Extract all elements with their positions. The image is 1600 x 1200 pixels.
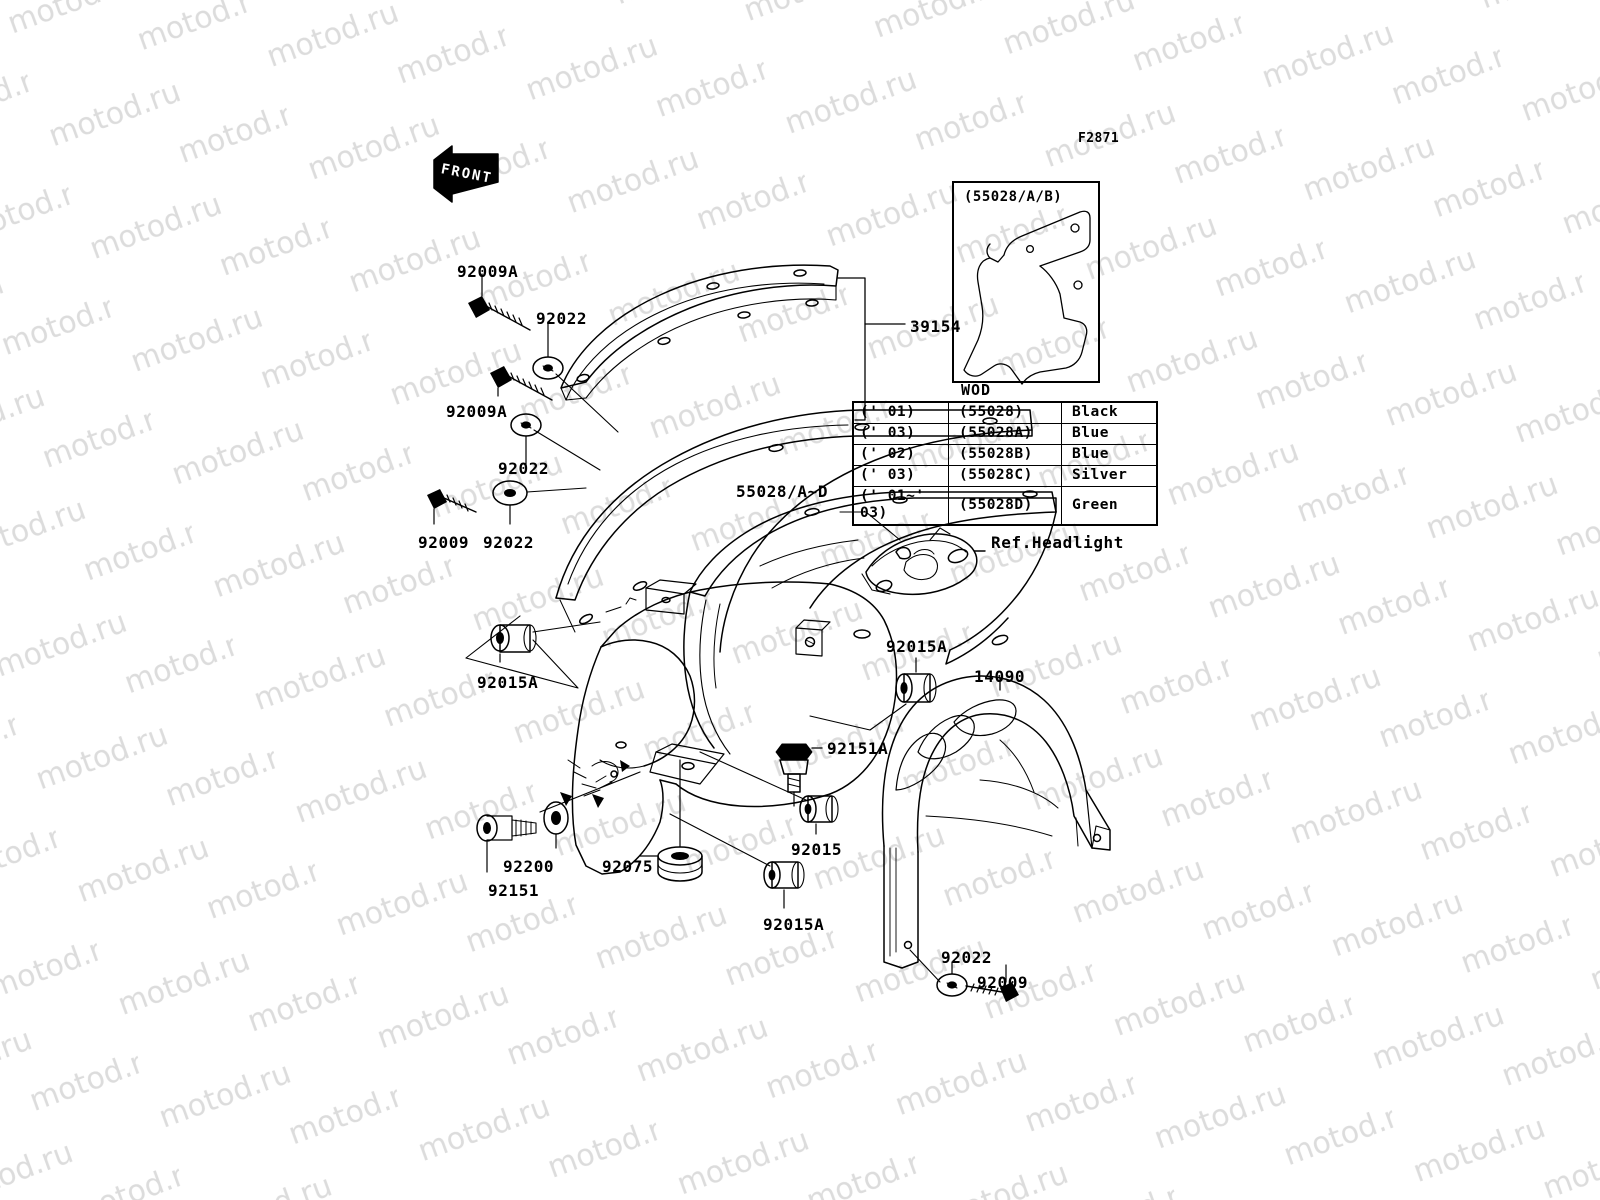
part-callout-label: 92015A	[886, 637, 948, 656]
wod-cell-year: (' 01)	[852, 401, 949, 424]
wod-table-row: (' 01)(55028)Black	[852, 401, 1158, 424]
part-callout-label: 92009A	[457, 262, 519, 281]
part-14090-bracket	[881, 675, 1111, 969]
part-callout-label: 92022	[536, 309, 588, 328]
inset-detail-box: (55028/A/B)	[952, 181, 1100, 383]
part-callout-label: 92009	[977, 973, 1029, 992]
wod-cell-part-no: (55028B)	[948, 444, 1062, 466]
wod-cell-year: (' 01~' 03)	[852, 486, 949, 526]
sheet-code: F2871	[1078, 131, 1120, 146]
part-callout-label: 92200	[503, 857, 555, 876]
part-ref-headlight	[861, 527, 978, 596]
part-92022-washer-3	[492, 480, 528, 506]
part-callout-label: 92075	[602, 857, 654, 876]
wod-cell-color: Black	[1061, 401, 1158, 424]
part-callout-label: 92022	[941, 948, 993, 967]
part-callout-label: 39154	[910, 317, 962, 336]
part-callout-label: 92015	[791, 840, 843, 859]
part-callout-label: 92009A	[446, 402, 508, 421]
part-92151-screw	[476, 814, 537, 842]
part-92015A-grommet-left	[490, 624, 537, 653]
part-92022-washer-bottom	[936, 973, 968, 997]
inset-detail-label: (55028/A/B)	[964, 189, 1063, 205]
part-callout-label: 92151A	[827, 739, 889, 758]
part-39154-windshield	[560, 264, 839, 401]
wod-table-row: (' 03)(55028A)Blue	[852, 423, 1158, 445]
wod-cell-part-no: (55028)	[948, 401, 1062, 424]
wod-cell-color: Blue	[1061, 444, 1158, 466]
part-callout-label: 92022	[483, 533, 535, 552]
part-92009A-screw-2	[490, 366, 553, 401]
part-callout-label: 92151	[488, 881, 540, 900]
wod-cell-color: Blue	[1061, 423, 1158, 445]
wod-table-row: (' 02)(55028B)Blue	[852, 444, 1158, 466]
part-92075-grommet	[657, 846, 703, 882]
wod-cell-year: (' 03)	[852, 423, 949, 445]
front-direction-marker: FRONT	[432, 142, 502, 204]
wod-cell-color: Green	[1061, 486, 1158, 526]
wod-cell-part-no: (55028A)	[948, 423, 1062, 445]
part-callout-label: 92009	[418, 533, 470, 552]
part-92015A-grommet-right	[895, 673, 937, 703]
wod-cell-part-no: (55028D)	[948, 486, 1062, 526]
wod-table-row: (' 03)(55028C)Silver	[852, 465, 1158, 487]
part-92151A-bolt	[775, 743, 813, 793]
wod-color-table: WOD (' 01)(55028)Black(' 03)(55028A)Blue…	[852, 381, 1158, 526]
part-92009A-screw-1	[468, 296, 531, 331]
part-callout-label: 92022	[498, 459, 550, 478]
part-callout-label: 92015A	[763, 915, 825, 934]
wod-table-title: WOD	[960, 381, 992, 399]
wod-cell-color: Silver	[1061, 465, 1158, 487]
part-92022-washer-2	[510, 413, 542, 437]
part-92200-washer	[543, 801, 569, 835]
part-callout-label: 55028/A~D	[736, 482, 829, 501]
part-callout-label: Ref.Headlight	[991, 533, 1125, 552]
wod-table: (' 01)(55028)Black(' 03)(55028A)Blue(' 0…	[852, 401, 1158, 526]
wod-cell-year: (' 02)	[852, 444, 949, 466]
wod-cell-part-no: (55028C)	[948, 465, 1062, 487]
part-callout-label: 92015A	[477, 673, 539, 692]
part-callout-label: 14090	[974, 667, 1026, 686]
wod-table-row: (' 01~' 03)(55028D)Green	[852, 486, 1158, 526]
wod-cell-year: (' 03)	[852, 465, 949, 487]
